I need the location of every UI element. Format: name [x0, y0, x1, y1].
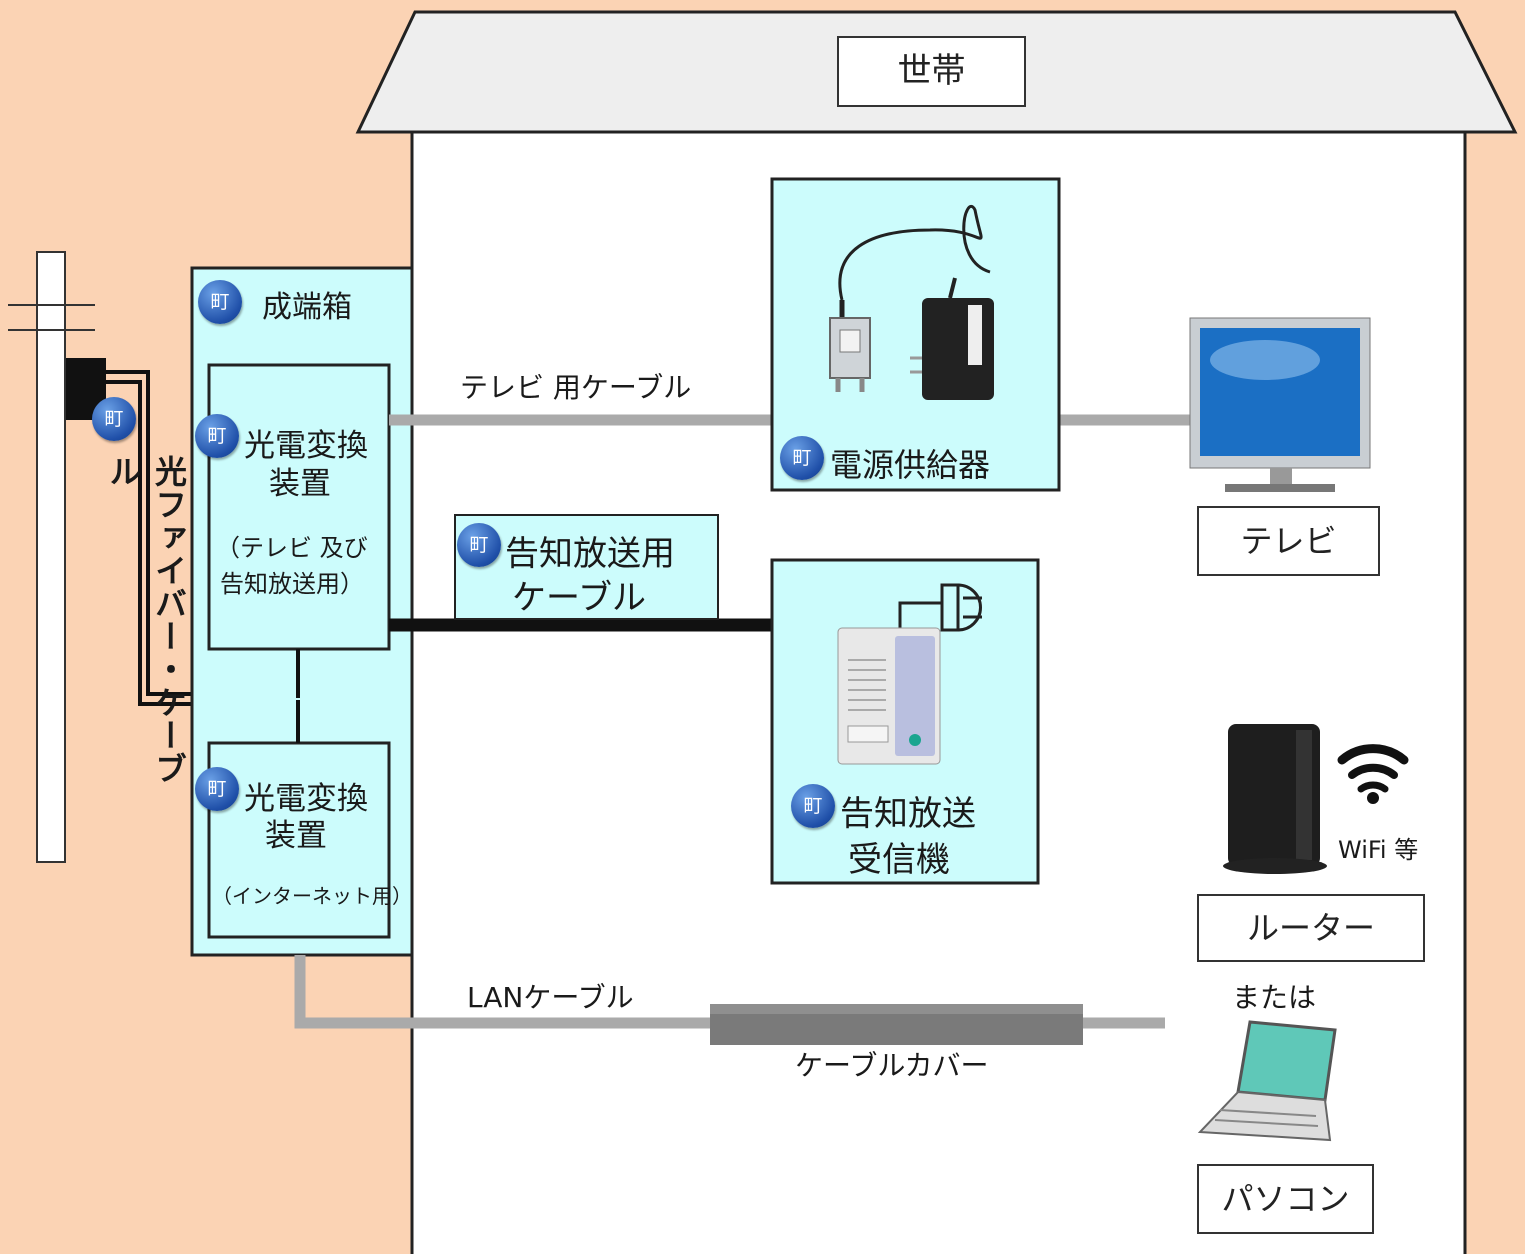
converter-tv-line1: 光電変換	[244, 428, 368, 464]
lan-cable-label: LANケーブル	[467, 981, 634, 1014]
cable-cover-label: ケーブルカバー	[795, 1049, 989, 1082]
laptop-image	[1197, 1020, 1337, 1142]
wifi-icon	[1337, 744, 1409, 804]
badge-converter-net: 町	[195, 767, 239, 811]
converter-tv-box	[207, 363, 391, 651]
receiver-line1: 告知放送	[840, 794, 976, 834]
announce-cable-line1: 告知放送用	[505, 534, 675, 574]
cable-cover-top	[710, 1004, 1083, 1014]
converter-tv-sub2: 告知放送用）	[220, 570, 364, 598]
router-image	[1223, 724, 1327, 874]
badge-announce-cable: 町	[457, 523, 501, 567]
or-label: または	[1232, 981, 1317, 1014]
receiver-line2: 受信機	[848, 840, 950, 880]
fiber-cable-label: 光ファイバー・ケーブル	[104, 455, 188, 785]
announce-cable-line2: ケーブル	[512, 578, 646, 618]
badge-converter-tv: 町	[195, 414, 239, 458]
tv-image	[1189, 317, 1371, 492]
terminal-box-label: 成端箱	[262, 290, 352, 325]
badge-terminal-box: 町	[198, 280, 242, 324]
router-label: ルーター	[1197, 894, 1425, 962]
converter-net-line1: 光電変換	[244, 781, 368, 817]
converter-net-line2: 装置	[265, 818, 327, 854]
tv-cable-label: テレビ 用ケーブル	[460, 371, 692, 404]
pc-label: パソコン	[1197, 1164, 1374, 1234]
converter-tv-line2: 装置	[269, 466, 331, 502]
badge-power-supply: 町	[780, 436, 824, 480]
power-supply-image	[829, 205, 994, 400]
converter-tv-sub1: （テレビ 及び	[216, 534, 368, 562]
badge-receiver: 町	[791, 784, 835, 828]
wifi-label: WiFi 等	[1338, 836, 1419, 864]
announce-cable-label-box	[454, 514, 719, 620]
receiver-image	[837, 583, 982, 765]
converter-net-sub: （インターネット用）	[212, 884, 412, 908]
badge-fiber: 町	[92, 397, 136, 441]
household-label: 世帯	[837, 36, 1026, 107]
tv-label: テレビ	[1197, 506, 1380, 576]
utility-pole	[8, 251, 106, 863]
power-supply-label: 電源供給器	[830, 446, 991, 484]
